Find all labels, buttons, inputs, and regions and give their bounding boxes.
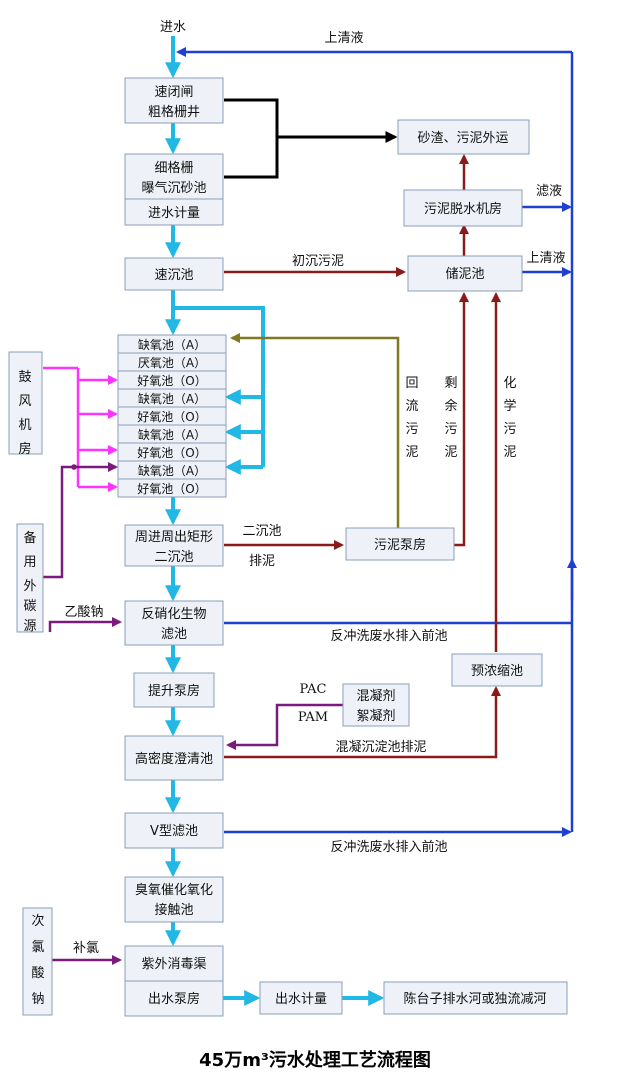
label-backwash2: 反冲洗废水排入前池 [330, 839, 447, 855]
bio-cell: 厌氧池（A） [138, 356, 206, 370]
label-coag-sludge: 混凝沉淀池排泥 [335, 739, 426, 755]
label-filtrate: 滤液 [536, 184, 562, 199]
label-carbon: 备用外碳源 [23, 530, 36, 634]
air-lines [43, 366, 118, 492]
label-vfilter: V型滤池 [150, 824, 198, 839]
label-denit-a: 反硝化生物 [141, 607, 206, 622]
label-screen1-b: 粗格栅井 [148, 104, 200, 120]
sludge-lines [224, 154, 501, 759]
box-meter-out [259, 981, 343, 1015]
box-pre-thick [451, 653, 543, 687]
box-river [383, 981, 568, 1015]
label-hypo: 次氯酸钠 [31, 913, 44, 1007]
box-uv [124, 945, 224, 982]
label-grit: 砂渣、污泥外运 [417, 131, 508, 146]
grit-from-screen1 [224, 98, 279, 179]
acetate-to-bio [43, 462, 118, 579]
return-sludge-line [230, 333, 400, 528]
label-screen1-a: 速闭闸 [154, 85, 193, 100]
label-sec-clar-b: 二沉池 [154, 550, 193, 565]
label-acetate-h: 乙酸钠 [64, 605, 103, 620]
box-carbon [16, 523, 44, 633]
bio-cell: 好氧池（O） [137, 482, 206, 496]
label-river: 陈台子排水河或独流减河 [403, 991, 546, 1007]
label-ozone-b: 接触池 [154, 902, 193, 918]
label-lift: 提升泵房 [148, 683, 200, 699]
label-quick-settle: 速沉池 [154, 268, 193, 283]
return-lines [176, 47, 577, 837]
bio-cell: 好氧池（O） [137, 374, 206, 388]
box-ozone [124, 876, 224, 923]
grit-lines [224, 98, 398, 179]
label-chem-b: 絮凝剂 [356, 708, 395, 724]
label-dewater: 污泥脱水机房 [424, 201, 502, 217]
box-screen1 [124, 77, 224, 124]
bio-cell: 好氧池（O） [137, 410, 206, 424]
acetate-to-denit [48, 617, 122, 632]
label-screen2-a: 细格栅 [154, 160, 193, 176]
label-primary-sludge: 初沉污泥 [292, 254, 344, 269]
box-hypo [22, 907, 53, 1016]
label-sec-clar-lbl: 二沉池 [242, 524, 281, 539]
bio-cell: 好氧池（O） [137, 446, 206, 460]
label-sec-clar-a: 周进周出矩形 [135, 530, 213, 545]
label-out-pump: 出水泵房 [148, 991, 200, 1007]
process-flow-diagram: 进水 速闭闸 粗格栅井 细格栅 曝气沉砂池 进水计量 速沉池 缺氧池（A） 厌氧… [8, 20, 577, 1017]
main-water-flow [165, 36, 385, 1006]
label-discharge: 排泥 [249, 554, 275, 569]
label-hd-clar: 高密度澄清池 [135, 751, 213, 767]
box-dewater [403, 189, 523, 227]
box-quick-settle [124, 257, 224, 291]
label-pre-thick: 预浓缩池 [471, 663, 523, 679]
box-hd-clar [124, 735, 224, 781]
label-screen2-b: 曝气沉砂池 [141, 180, 206, 196]
label-chlorine: 补氯 [73, 941, 99, 956]
label-pump-house: 污泥泵房 [374, 537, 426, 553]
box-sludge-store [407, 255, 523, 292]
label-pam: PAM [298, 710, 328, 725]
label-sludge-store: 储泥池 [445, 267, 484, 282]
bio-dividers [118, 352, 226, 480]
box-chem [342, 683, 410, 727]
label-chem-sludge: 化学污泥 [503, 376, 516, 460]
bio-cell: 缺氧池（A） [138, 463, 206, 478]
label-blower: 鼓风机房 [18, 370, 31, 457]
label-return-sludge: 回流污泥 [405, 376, 418, 460]
pam-to-hd [226, 703, 343, 750]
label-meter-in: 进水计量 [148, 206, 200, 221]
label-meter-out: 出水计量 [275, 992, 327, 1007]
box-blower [8, 351, 43, 455]
box-out-pump [124, 980, 224, 1017]
coag-sludge-arrow [224, 686, 501, 759]
bio-cell: 缺氧池（A） [138, 391, 206, 406]
box-screen2 [124, 153, 224, 200]
label-chem-a: 混凝剂 [356, 688, 395, 704]
label-inflow: 进水 [160, 20, 186, 35]
bio-cell: 缺氧池（A） [138, 337, 206, 352]
chemical-lines [43, 462, 343, 965]
label-denit-b: 滤池 [161, 627, 187, 642]
box-vfilter [124, 812, 224, 849]
box-pump-house [345, 527, 455, 561]
box-bio [117, 334, 227, 498]
label-supernatant-right: 上清液 [526, 251, 565, 266]
box-meter-in [124, 198, 224, 226]
junction-dot [71, 464, 77, 470]
bio-cell: 缺氧池（A） [138, 427, 206, 442]
box-lift [133, 672, 215, 708]
diagram-caption: 45万m³污水处理工艺流程图 [199, 1050, 431, 1071]
box-denit [124, 600, 224, 646]
label-pac: PAC [300, 682, 327, 697]
label-ozone-a: 臭氧催化氧化 [135, 883, 213, 898]
label-surplus-sludge: 剩余污泥 [444, 376, 457, 460]
box-grit [397, 119, 530, 155]
label-uv: 紫外消毒渠 [141, 957, 206, 972]
box-sec-clar [124, 524, 224, 567]
label-supernatant-top: 上清液 [324, 31, 363, 46]
boxes [8, 77, 568, 1017]
surplus-sludge-arrow [454, 292, 469, 547]
flow-settle-branch [173, 306, 265, 467]
label-backwash1: 反冲洗废水排入前池 [330, 628, 447, 644]
